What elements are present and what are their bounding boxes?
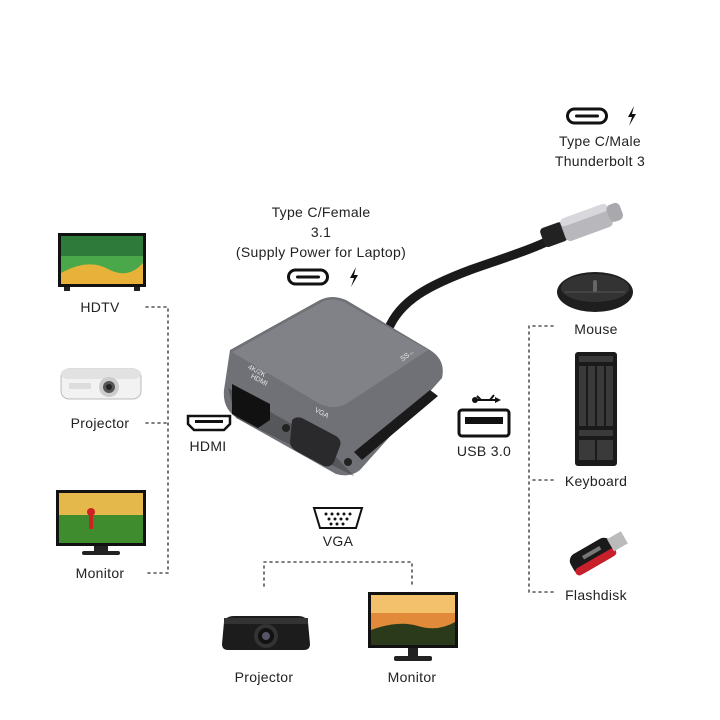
monitor-image xyxy=(56,490,146,555)
vga-port-icon xyxy=(312,507,364,529)
left-monitor-label: Monitor xyxy=(75,565,125,581)
lightning-icon xyxy=(350,267,358,287)
female-port-line3: (Supply Power for Laptop) xyxy=(235,244,407,260)
bottom-projector-label: Projector xyxy=(234,669,294,685)
projector-image xyxy=(60,368,142,400)
female-port-line1: Type C/Female xyxy=(271,204,371,220)
top-connector-line1: Type C/Male xyxy=(559,133,641,149)
hdmi-port-label: HDMI xyxy=(189,438,227,454)
projector-image xyxy=(222,616,310,650)
usb-c-icon xyxy=(287,268,329,286)
female-port-line2: 3.1 xyxy=(310,224,332,240)
bottom-monitor-label: Monitor xyxy=(387,669,437,685)
top-connector-line2: Thunderbolt 3 xyxy=(554,153,646,169)
right-mouse-label: Mouse xyxy=(574,321,618,337)
usb-c-icon xyxy=(566,107,608,125)
lightning-icon xyxy=(628,106,636,126)
keyboard-image xyxy=(575,352,617,466)
vga-port-label: VGA xyxy=(322,533,354,549)
mouse-image xyxy=(557,272,633,312)
hdtv-image xyxy=(58,233,146,291)
right-keyboard-label: Keyboard xyxy=(564,473,628,489)
left-projector-label: Projector xyxy=(70,415,130,431)
right-flashdisk-label: Flashdisk xyxy=(565,587,627,603)
usb-port-icon xyxy=(457,394,511,438)
monitor-image xyxy=(368,592,458,661)
left-hdtv-label: HDTV xyxy=(80,299,120,315)
usb-port-label: USB 3.0 xyxy=(456,443,512,459)
hdmi-port-icon xyxy=(186,414,232,432)
flashdisk-image xyxy=(569,531,628,576)
